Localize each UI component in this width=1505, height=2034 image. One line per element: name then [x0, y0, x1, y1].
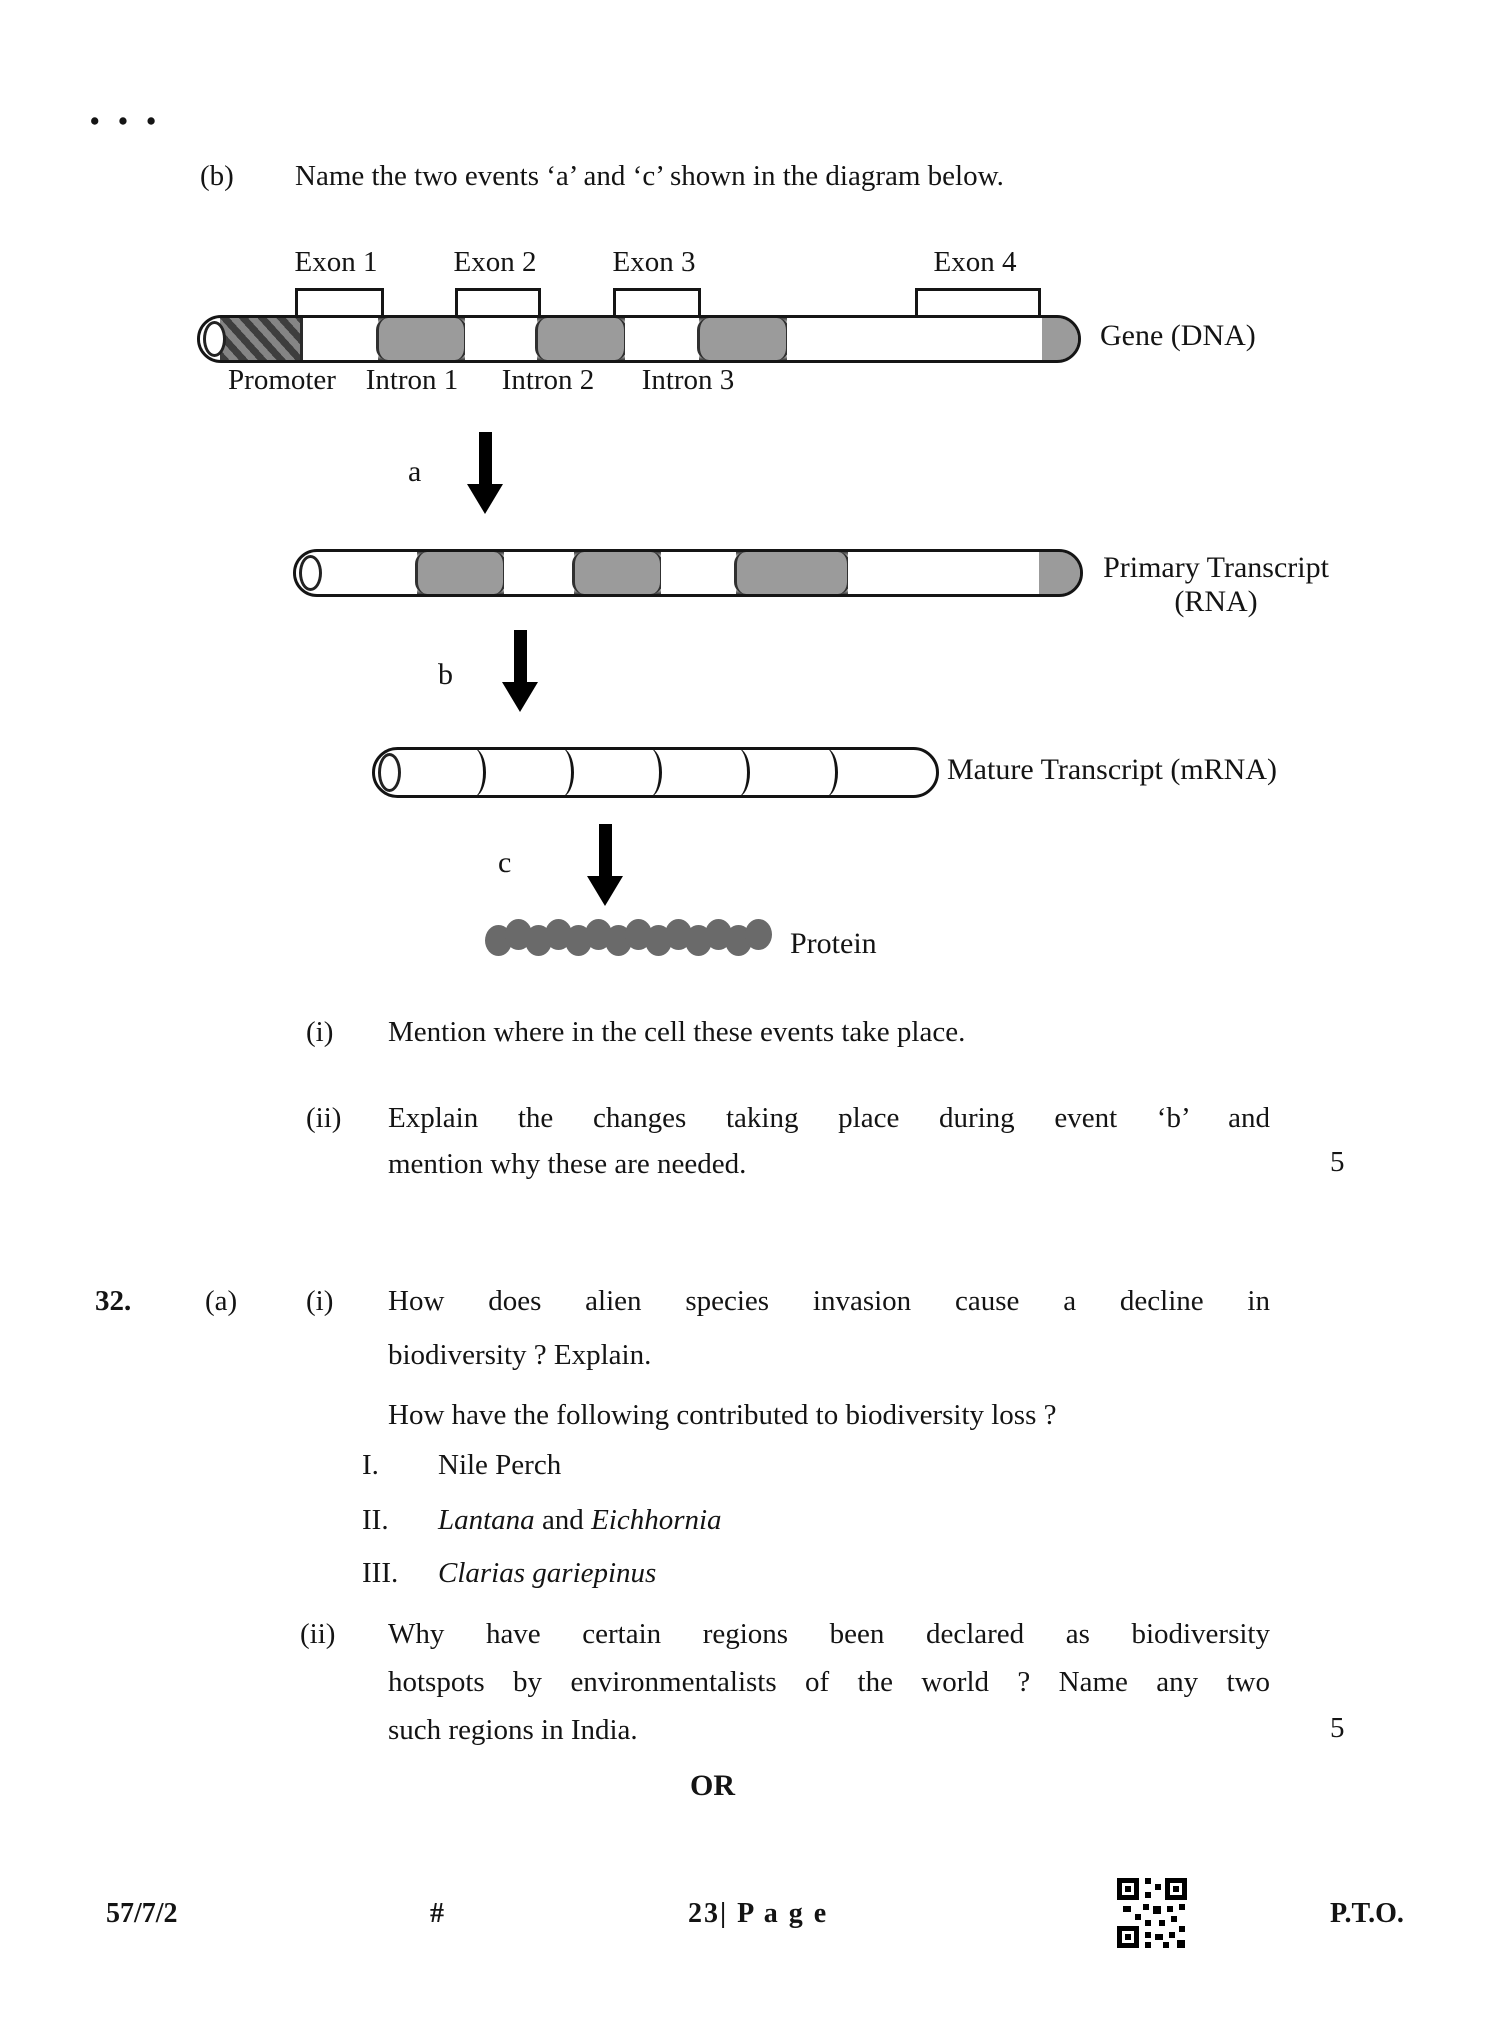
footer-page-number: 23| P a g e [688, 1898, 829, 1929]
sub-ii-line2: mention why these are needed. [388, 1148, 747, 1180]
q32a-intro: How have the following contributed to bi… [388, 1399, 1057, 1431]
list-item-2-species-1: Lantana [438, 1504, 535, 1536]
promoter-label: Promoter [228, 364, 336, 396]
q32a-ii-line2: hotspots by environmentalists of the wor… [388, 1666, 1270, 1698]
q32a-ii-line3: such regions in India. [388, 1714, 638, 1746]
sub-ii-line1: Explain the changes taking place during … [388, 1102, 1270, 1134]
list-item-3-text: Clarias gariepinus [438, 1557, 657, 1589]
gene-right-cap [1042, 318, 1078, 360]
exon-1-bracket [295, 288, 384, 316]
primary-end-ring [299, 555, 322, 591]
primary-intron-1 [415, 552, 506, 594]
exon-2-bracket [455, 288, 541, 316]
exon-1-segment [303, 318, 378, 360]
gene-dna-label: Gene (DNA) [1100, 319, 1256, 352]
mature-divider-4 [727, 748, 750, 797]
intron-2-segment [535, 318, 627, 360]
exon-4-label: Exon 4 [933, 246, 1017, 278]
down-arrow-a-icon [467, 432, 503, 514]
list-item-1-numeral: I. [362, 1449, 379, 1481]
mature-divider-5 [815, 748, 838, 797]
q32a-i-line1: How does alien species invasion cause a … [388, 1285, 1270, 1317]
step-c-label: c [498, 846, 512, 879]
mature-divider-1 [463, 748, 486, 797]
primary-exon-2 [504, 552, 574, 594]
intron-1-label: Intron 1 [365, 364, 459, 396]
primary-exon-3 [661, 552, 736, 594]
exon-3-segment [625, 318, 699, 360]
protein-bead-chain [485, 919, 772, 962]
sub-i-label: (i) [306, 1016, 334, 1048]
question-b-text: Name the two events ‘a’ and ‘c’ shown in… [295, 160, 1004, 192]
primary-exon-4 [848, 552, 1039, 594]
gene-dna-bar [197, 315, 1081, 363]
sub-ii-label: (ii) [306, 1102, 342, 1134]
list-item-2-text: Lantana and Eichhornia [438, 1502, 722, 1538]
intron-3-segment [697, 318, 789, 360]
primary-exon-1 [312, 552, 417, 594]
question-32-number: 32. [95, 1285, 132, 1317]
exon-4-segment [787, 318, 1042, 360]
promoter-segment [220, 318, 303, 360]
protein-label: Protein [790, 927, 877, 960]
q32a-ii-marks: 5 [1330, 1712, 1345, 1744]
exon-3-bracket [613, 288, 701, 316]
corner-marker-dots: • • • [90, 106, 162, 136]
list-item-2-numeral: II. [362, 1504, 389, 1536]
primary-right-cap [1039, 552, 1080, 594]
question-b-label: (b) [200, 160, 234, 192]
qr-code [1115, 1876, 1189, 1950]
list-item-2-species-2: Eichhornia [591, 1504, 722, 1536]
intron-3-label: Intron 3 [641, 364, 735, 396]
mature-transcript-label: Mature Transcript (mRNA) [947, 753, 1277, 786]
step-a-label: a [408, 455, 422, 488]
q32a-ii-label: (ii) [300, 1618, 336, 1650]
question-32a-label: (a) [205, 1285, 238, 1317]
down-arrow-c-icon [587, 824, 623, 906]
exon-3-label: Exon 3 [612, 246, 696, 278]
step-b-label: b [438, 658, 453, 691]
sub-ii-marks: 5 [1330, 1146, 1345, 1178]
mature-end-ring [378, 753, 401, 792]
list-item-3-numeral: III. [362, 1557, 399, 1589]
protein-bead [745, 919, 772, 950]
intron-1-segment [376, 318, 467, 360]
footer-pto: P.T.O. [1330, 1898, 1404, 1929]
exon-2-label: Exon 2 [453, 246, 537, 278]
mature-divider-3 [639, 748, 662, 797]
list-item-1-text: Nile Perch [438, 1449, 562, 1481]
mature-divider-2 [551, 748, 574, 797]
primary-transcript-label-line1: Primary Transcript [1103, 551, 1329, 584]
primary-transcript-label: Primary Transcript (RNA) [1083, 551, 1349, 619]
primary-intron-2 [572, 552, 663, 594]
primary-intron-3 [734, 552, 850, 594]
down-arrow-b-icon [502, 630, 538, 712]
or-separator: OR [690, 1769, 735, 1802]
q32a-i-label: (i) [306, 1285, 334, 1317]
exon-1-label: Exon 1 [294, 246, 378, 278]
footer-paper-code: 57/7/2 [106, 1898, 178, 1929]
exon-2-segment [465, 318, 537, 360]
primary-transcript-label-line2: (RNA) [1174, 585, 1258, 618]
gene-end-ring [203, 321, 226, 357]
exon-4-bracket [915, 288, 1041, 316]
list-item-2-and: and [534, 1504, 592, 1536]
sub-i-text: Mention where in the cell these events t… [388, 1016, 966, 1048]
q32a-ii-line1: Why have certain regions been declared a… [388, 1618, 1270, 1650]
footer-hash: # [430, 1898, 444, 1929]
mature-transcript-bar [372, 747, 939, 798]
q32a-i-line2: biodiversity ? Explain. [388, 1339, 652, 1371]
primary-transcript-bar [293, 549, 1083, 597]
intron-2-label: Intron 2 [501, 364, 595, 396]
